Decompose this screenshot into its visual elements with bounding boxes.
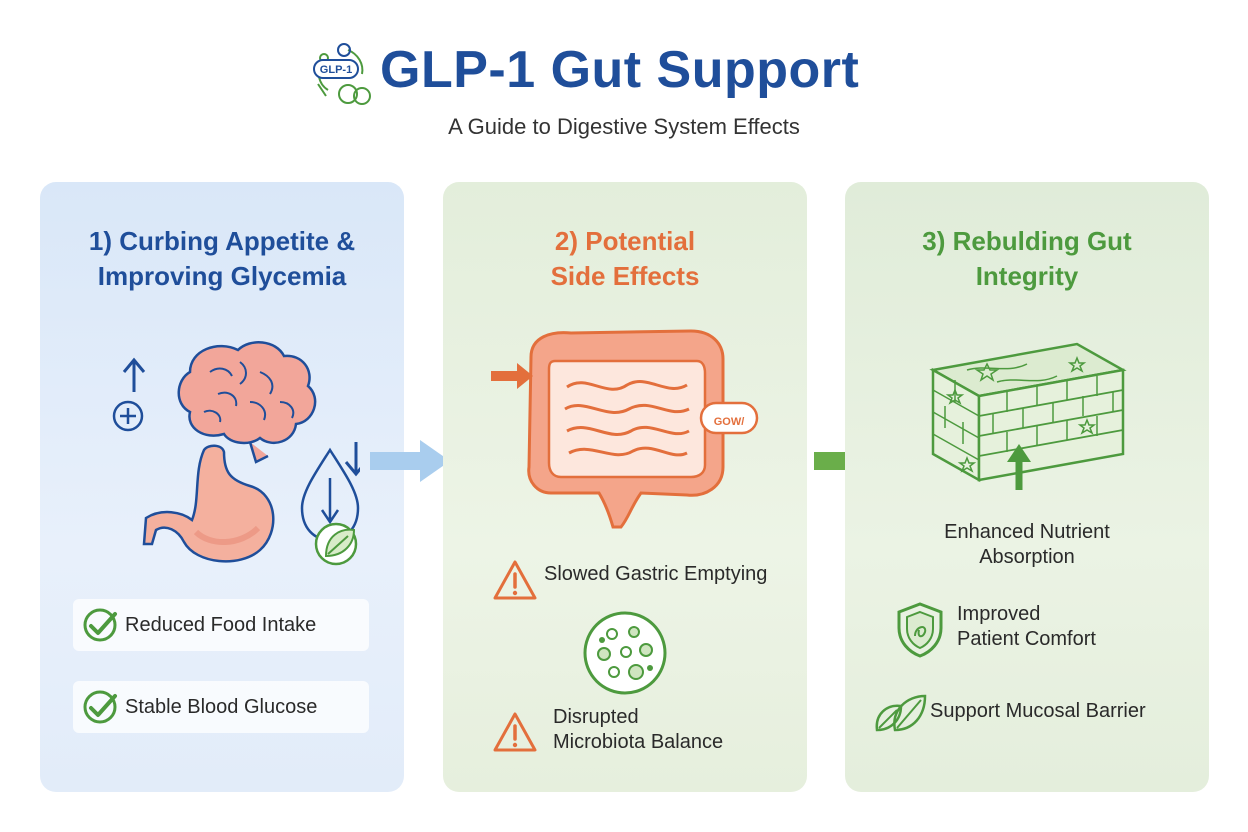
panel-title-line2: Side Effects (550, 261, 700, 291)
item-improved-patient-comfort: Improved Patient Comfort (957, 602, 1096, 652)
item-line2: Absorption (979, 546, 1075, 568)
glp1-logo-icon: GLP-1 (313, 43, 371, 105)
panel-title: 1) Curbing Appetite & Improving Glycemia (40, 224, 404, 294)
microbiota-icon (583, 611, 667, 695)
item-support-mucosal-barrier: Support Mucosal Barrier (930, 700, 1146, 722)
panel-title: 2) Potential Side Effects (443, 224, 807, 294)
logo-label: GLP-1 (320, 64, 352, 76)
page-title: GLP-1 Gut Support (380, 41, 860, 99)
panel-title-line1: 3) Rebulding Gut (922, 226, 1132, 256)
page-subtitle: A Guide to Digestive System Effects (448, 114, 800, 139)
panel-gut-integrity: 3) Rebulding Gut Integrity Enhanced Nutr… (845, 182, 1209, 792)
panel-title-line1: 2) Potential (554, 226, 696, 256)
flow-arrow-icon (370, 440, 450, 482)
item-stable-blood-glucose: Stable Blood Glucose (73, 681, 369, 733)
panel-appetite-glycemia: 1) Curbing Appetite & Improving Glycemia… (40, 182, 404, 792)
panel-title-line1: 1) Curbing Appetite & (88, 226, 356, 256)
item-line2: Patient Comfort (957, 628, 1096, 650)
panel-title-line2: Integrity (975, 261, 1079, 291)
item-slowed-gastric-emptying: Slowed Gastric Emptying (544, 563, 768, 585)
panel-side-effects: 2) Potential Side Effects GOW/ Slowed Ga… (443, 182, 807, 792)
item-reduced-food-intake: Reduced Food Intake (73, 599, 369, 651)
gut-wall-icon (929, 342, 1127, 490)
item-label: Stable Blood Glucose (125, 695, 318, 718)
check-icon (83, 608, 117, 642)
badge-label: GOW/ (714, 416, 745, 428)
panel-title-line2: Improving Glycemia (97, 261, 347, 291)
panel-title: 3) Rebulding Gut Integrity (845, 224, 1209, 294)
warning-icon (493, 560, 537, 600)
intestine-icon: GOW/ (491, 329, 759, 529)
item-label: Reduced Food Intake (125, 613, 317, 636)
item-disrupted-microbiota: Disrupted Microbiota Balance (553, 705, 723, 755)
item-line1: Improved (957, 603, 1041, 625)
warning-icon (493, 712, 537, 752)
item-line1: Disrupted (553, 706, 639, 728)
header: GLP-1 GLP-1 Gut Support A Guide to Diges… (0, 0, 1248, 170)
brain-stomach-icon (112, 341, 360, 566)
shield-icon (897, 602, 943, 658)
leaf-icon (875, 694, 927, 732)
item-line2: Microbiota Balance (553, 731, 724, 753)
check-icon (83, 690, 117, 724)
item-enhanced-nutrient-absorption: Enhanced Nutrient Absorption (845, 520, 1209, 570)
item-line1: Enhanced Nutrient (944, 521, 1110, 543)
